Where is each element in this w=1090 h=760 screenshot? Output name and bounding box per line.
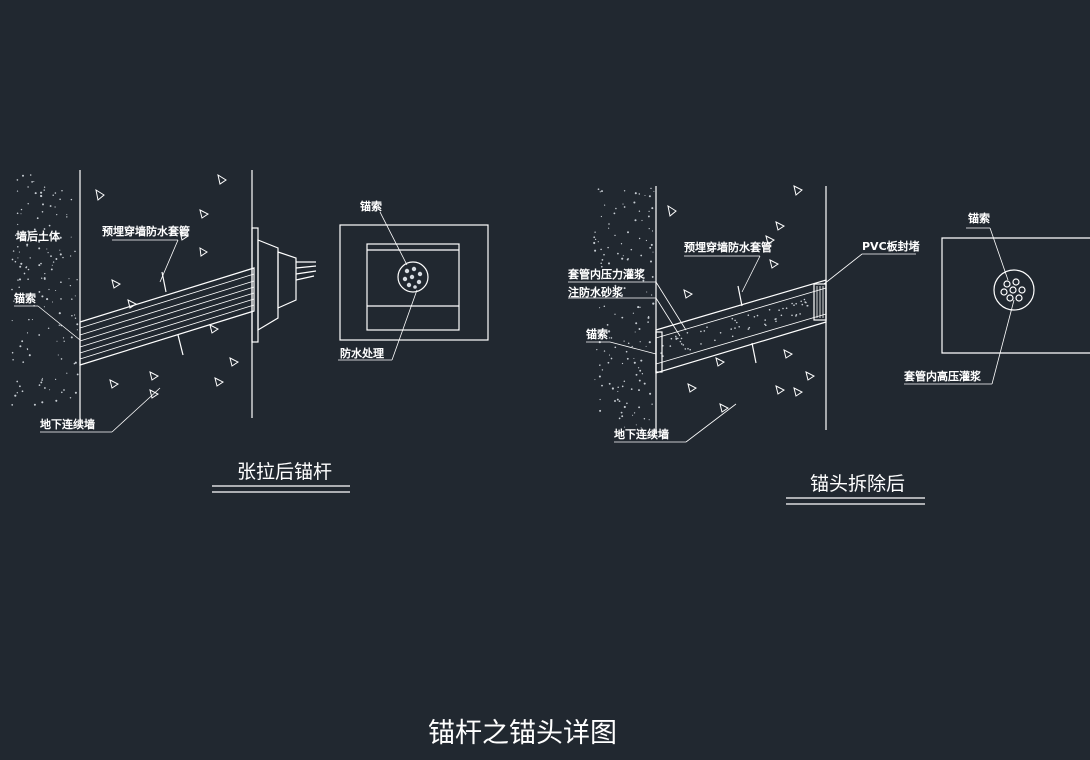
section-outline-right	[941, 237, 1090, 354]
concrete-aggregate	[95, 173, 239, 399]
left-caption: 张拉后锚杆	[212, 461, 350, 493]
sleeve-wing-bottom	[177, 334, 184, 356]
leader-wall-2	[111, 387, 161, 433]
anchor-bundle-right	[655, 279, 827, 374]
concrete-aggregate-right	[667, 185, 815, 413]
soil-stipple-right	[593, 187, 655, 429]
leader-treatment	[391, 289, 418, 361]
soil-stipple	[11, 174, 79, 406]
label-anchor-right: 锚索	[586, 327, 608, 341]
label-anchor: 锚索	[14, 291, 36, 305]
leader-sleeve-2	[159, 239, 179, 283]
label-grout: 套管内压力灌浆	[568, 267, 646, 281]
anchor-circle	[397, 261, 429, 293]
anchor-head	[251, 227, 317, 343]
leader-section-anchor	[379, 211, 408, 266]
plate-outline	[366, 243, 460, 331]
section-outline	[339, 224, 489, 341]
right-section: 锚索 套管内高压灌浆	[904, 211, 1090, 385]
anchor-bundle	[79, 267, 255, 366]
label-wall: 地下连续墙	[40, 417, 95, 431]
strand-dots	[1000, 278, 1026, 302]
leader-anchor-2	[37, 305, 81, 341]
anchor-circle-right	[993, 269, 1035, 311]
label-wall-right: 地下连续墙	[614, 427, 669, 441]
label-plug: PVC板封堵	[862, 239, 920, 253]
label-section-anchor: 锚索	[360, 199, 382, 213]
label-sleeve: 预埋穿墙防水套管	[102, 224, 190, 238]
right-caption: 锚头拆除后	[786, 473, 925, 505]
label-treatment: 防水处理	[340, 346, 384, 360]
right-elevation: 套管内压力灌浆 注防水砂浆 锚索 预埋穿墙防水套管 PVC板封堵 地下连续墙	[568, 185, 920, 443]
label-section-anchor-right: 锚索	[968, 211, 990, 225]
left-section: 锚索 防水处理	[338, 199, 489, 361]
label-section-grout: 套管内高压灌浆	[904, 369, 982, 383]
label-sleeve-right: 预埋穿墙防水套管	[684, 240, 772, 254]
caption-left: 张拉后锚杆	[237, 461, 332, 483]
label-soil: 墙后土体	[16, 229, 61, 243]
left-elevation: 墙后土体 预埋穿墙防水套管 锚索 地下连续墙	[11, 170, 317, 433]
caption-right: 锚头拆除后	[810, 473, 905, 495]
label-mortar: 注防水砂浆	[568, 285, 624, 299]
drawing-title: 锚杆之锚头详图	[428, 718, 617, 749]
